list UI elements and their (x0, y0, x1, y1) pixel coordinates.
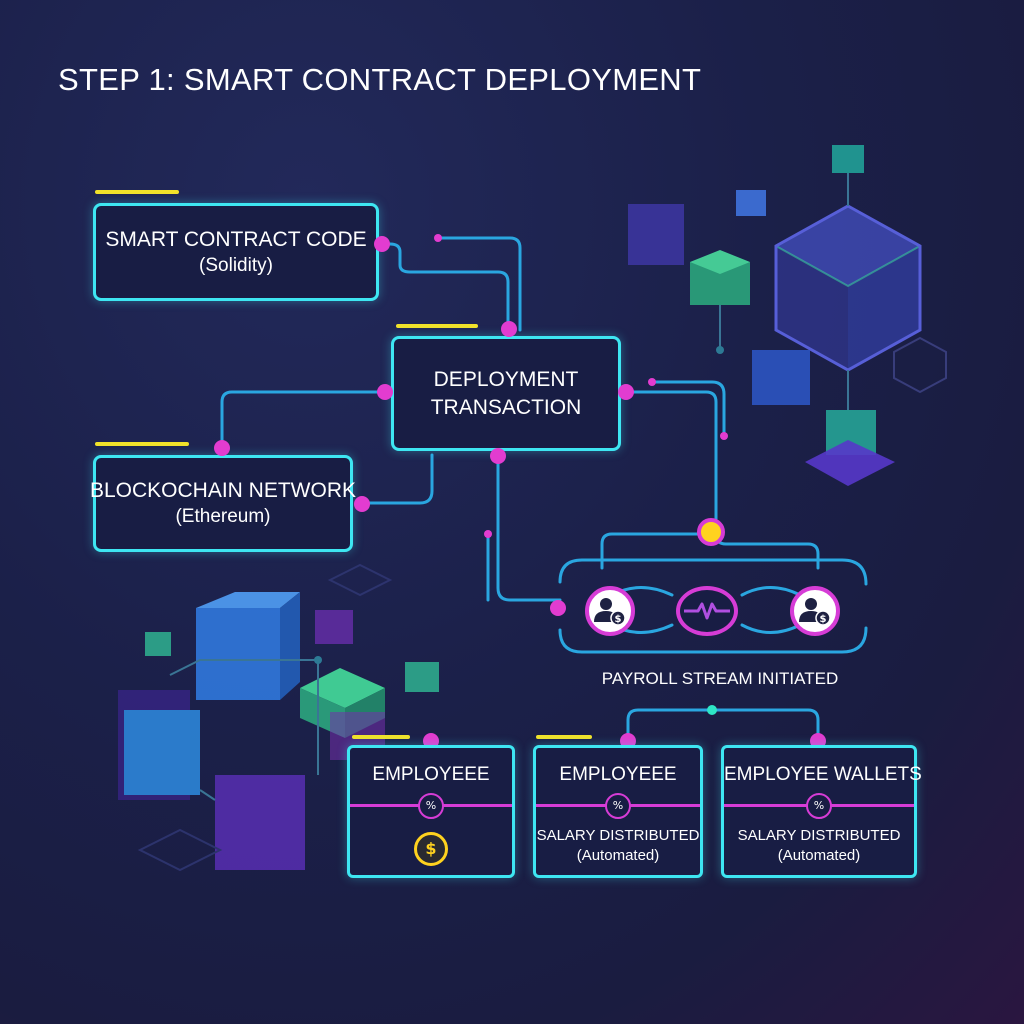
deployment-title-line1: DEPLOYMENT (433, 368, 579, 392)
employee-payment-icon: $ (585, 586, 635, 636)
employee-payment-icon: $ (790, 586, 840, 636)
connector-dot (374, 236, 390, 252)
connector-dot (501, 321, 517, 337)
connector-dot (434, 234, 442, 242)
percent-badge: % (605, 793, 631, 819)
percent-badge: % (418, 793, 444, 819)
dollar-coin-icon: $ (414, 832, 448, 866)
accent-bar (352, 735, 410, 739)
junction-node (707, 705, 717, 715)
connector-dot (550, 600, 566, 616)
wallet-box-employee-1: EMPLOYEEE % $ (347, 745, 515, 878)
connector-dot (648, 378, 656, 386)
accent-bar (95, 190, 179, 194)
svg-text:$: $ (820, 614, 827, 625)
connector-dot (377, 384, 393, 400)
wallet-title: EMPLOYEEE (559, 764, 677, 785)
percent-badge: % (806, 793, 832, 819)
accent-bar (536, 735, 592, 739)
smart-contract-subtitle: (Solidity) (199, 254, 273, 276)
deployment-transaction-box: DEPLOYMENT TRANSACTION (391, 336, 621, 451)
wallet-status: SALARY DISTRIBUTED (Automated) (724, 826, 914, 867)
blockchain-title: BLOCKOCHAIN NETWORK (89, 479, 357, 503)
accent-bar (396, 324, 478, 328)
wallet-title: EMPLOYEE WALLETS (724, 764, 922, 785)
deployment-title-line2: TRANSACTION (430, 395, 582, 419)
connector-dot (490, 448, 506, 464)
stream-start-indicator (697, 518, 725, 546)
cube-cluster-top-right (628, 145, 947, 486)
connector-dot (720, 432, 728, 440)
wallet-status-line2: (Automated) (576, 847, 660, 865)
wallet-status-line2: (Automated) (777, 847, 861, 865)
blockchain-subtitle: (Ethereum) (175, 506, 271, 528)
connector-dot (618, 384, 634, 400)
wallet-status-line1: SALARY DISTRIBUTED (737, 827, 901, 844)
cube-cluster-bottom-left (118, 563, 439, 872)
stream-caption: PAYROLL STREAM INITIATED (601, 669, 839, 688)
smart-contract-title: SMART CONTRACT CODE (105, 227, 367, 251)
accent-bar (95, 442, 189, 446)
svg-text:$: $ (615, 614, 622, 625)
wallet-title: EMPLOYEEE (372, 764, 490, 785)
connector-dot (214, 440, 230, 456)
wallet-box-employee-wallets: EMPLOYEE WALLETS % SALARY DISTRIBUTED (A… (721, 745, 922, 878)
wallet-box-employee-2: EMPLOYEEE % SALARY DISTRIBUTED (Automate… (533, 745, 703, 878)
smart-contract-code-box: SMART CONTRACT CODE (Solidity) (93, 203, 379, 301)
connector-dot (484, 530, 492, 538)
connector-lines (220, 236, 868, 742)
diagram-title: STEP 1: SMART CONTRACT DEPLOYMENT (58, 62, 702, 97)
connector-dot (354, 496, 370, 512)
wallet-status: SALARY DISTRIBUTED (Automated) (536, 826, 700, 867)
wallet-status-line1: SALARY DISTRIBUTED (536, 827, 700, 844)
wave-signal-icon (676, 586, 738, 636)
blockchain-network-box: BLOCKOCHAIN NETWORK (Ethereum) (89, 455, 357, 552)
